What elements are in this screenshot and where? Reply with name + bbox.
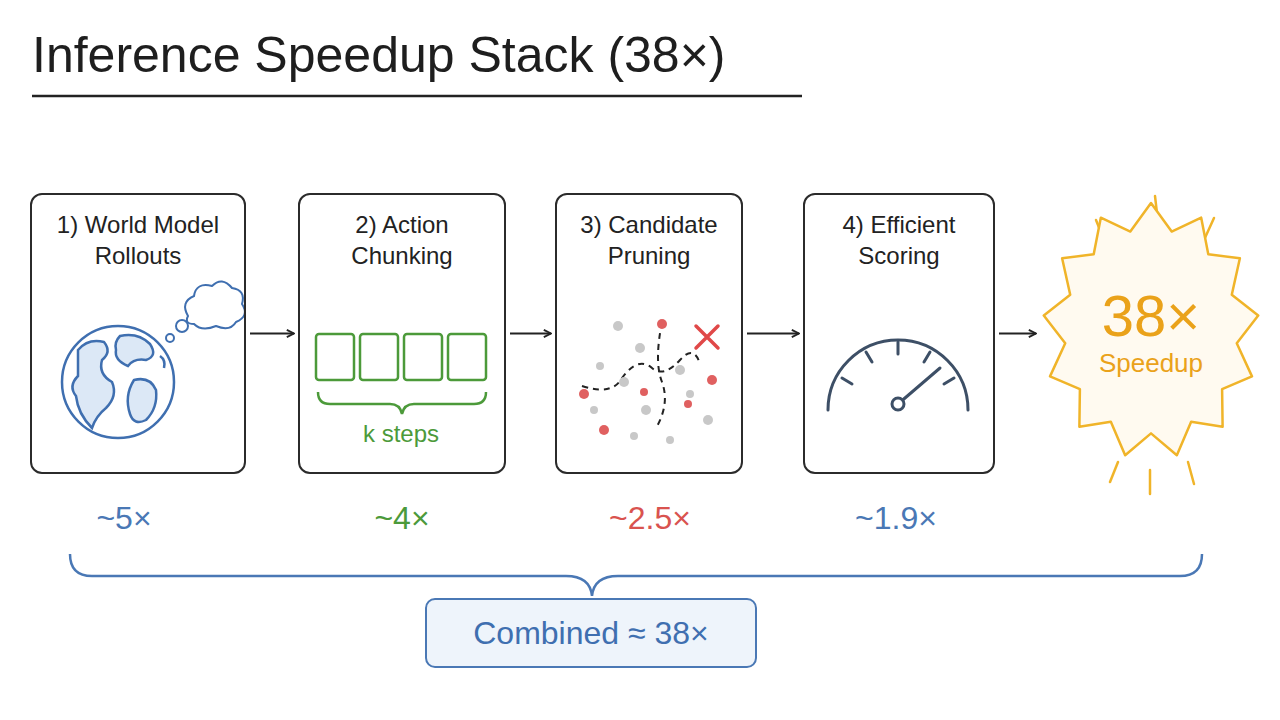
- factor-label: ~4×: [374, 500, 429, 537]
- process-box: 1) World Model Rollouts: [30, 193, 246, 474]
- prune-mark: [696, 326, 718, 348]
- flow-arrow: [250, 332, 294, 334]
- process-box: 3) Candidate Pruning: [555, 193, 743, 474]
- box-heading: 4) Efficient Scoring: [805, 195, 993, 271]
- combined-brace: [70, 554, 1202, 596]
- pruning-scatter: [579, 319, 718, 444]
- globe-icon: [62, 326, 174, 438]
- box-heading: 3) Candidate Pruning: [557, 195, 741, 271]
- speedup-caption: Speedup: [1099, 348, 1203, 378]
- speedup-value: 38×: [1102, 284, 1200, 348]
- box-heading: 1) World Model Rollouts: [32, 195, 244, 271]
- diagram-title: Inference Speedup Stack (38×): [32, 26, 726, 84]
- summary-box: Combined ≈ 38×: [425, 598, 757, 668]
- summary-text: Combined ≈ 38×: [473, 615, 708, 652]
- factor-label: ~2.5×: [609, 500, 691, 537]
- action-chunk-blocks: [316, 334, 486, 414]
- chunk-label: k steps: [363, 420, 439, 448]
- flow-arrow: [999, 332, 1036, 334]
- process-box: 4) Efficient Scoring: [803, 193, 995, 474]
- speed-gauge: [828, 340, 968, 410]
- result-starburst: 38×Speedup: [1040, 200, 1262, 462]
- chunk-brace: [318, 392, 486, 414]
- factor-label: ~1.9×: [855, 500, 937, 537]
- flow-arrow: [747, 332, 799, 334]
- thought-bubble: [166, 281, 245, 342]
- flow-arrow: [510, 332, 551, 334]
- factor-label: ~5×: [96, 500, 151, 537]
- box-heading: 2) Action Chunking: [300, 195, 504, 271]
- title-underline: [32, 95, 802, 98]
